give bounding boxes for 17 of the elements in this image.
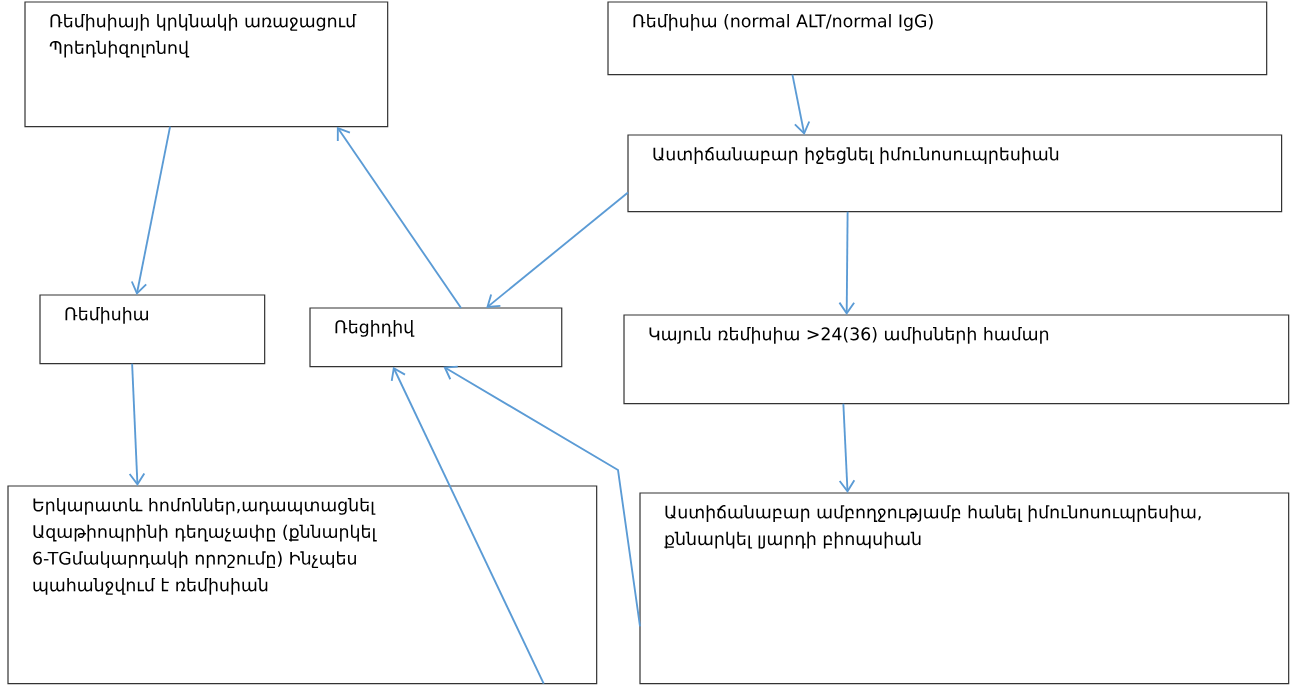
arrow (130, 125, 171, 295)
arrow (486, 191, 629, 308)
process-box: Աստիճանաբար իջեցնել իմունոսուպրեսիան (627, 134, 1283, 213)
process-box: Ռեցիդիվ (309, 307, 563, 368)
process-box: Ռեմիսիա (normal ALT/normal IgG) (607, 1, 1268, 76)
arrow (838, 210, 856, 315)
process-box: Ռեմիսիա (39, 294, 266, 365)
process-box: Երկարատև հոմոններ,ադապտացնել Ազաթիոպրինի դեղաչափը (քննարկել 6-TGմակարդակի որոշումը) Ինչպես պահանջվում է ռեմիսիան (7, 485, 598, 685)
process-box: Ռեմիսիայի կրկնակի առաջացում Պրեդնիզոլոնով (24, 1, 389, 128)
arrow (838, 402, 856, 493)
arrow (336, 126, 462, 309)
arrow (390, 366, 545, 685)
arrow (791, 73, 811, 135)
arrow (443, 365, 641, 628)
process-box: Աստիճանաբար ամբողջությամբ հանել իմունոսուպրեսիա, քննարկել լյարդի բիոպսիան (639, 492, 1290, 685)
process-box: Կայուն ռեմիսիա >24(36) ամիսների համար (623, 314, 1290, 405)
arrow (128, 362, 146, 486)
